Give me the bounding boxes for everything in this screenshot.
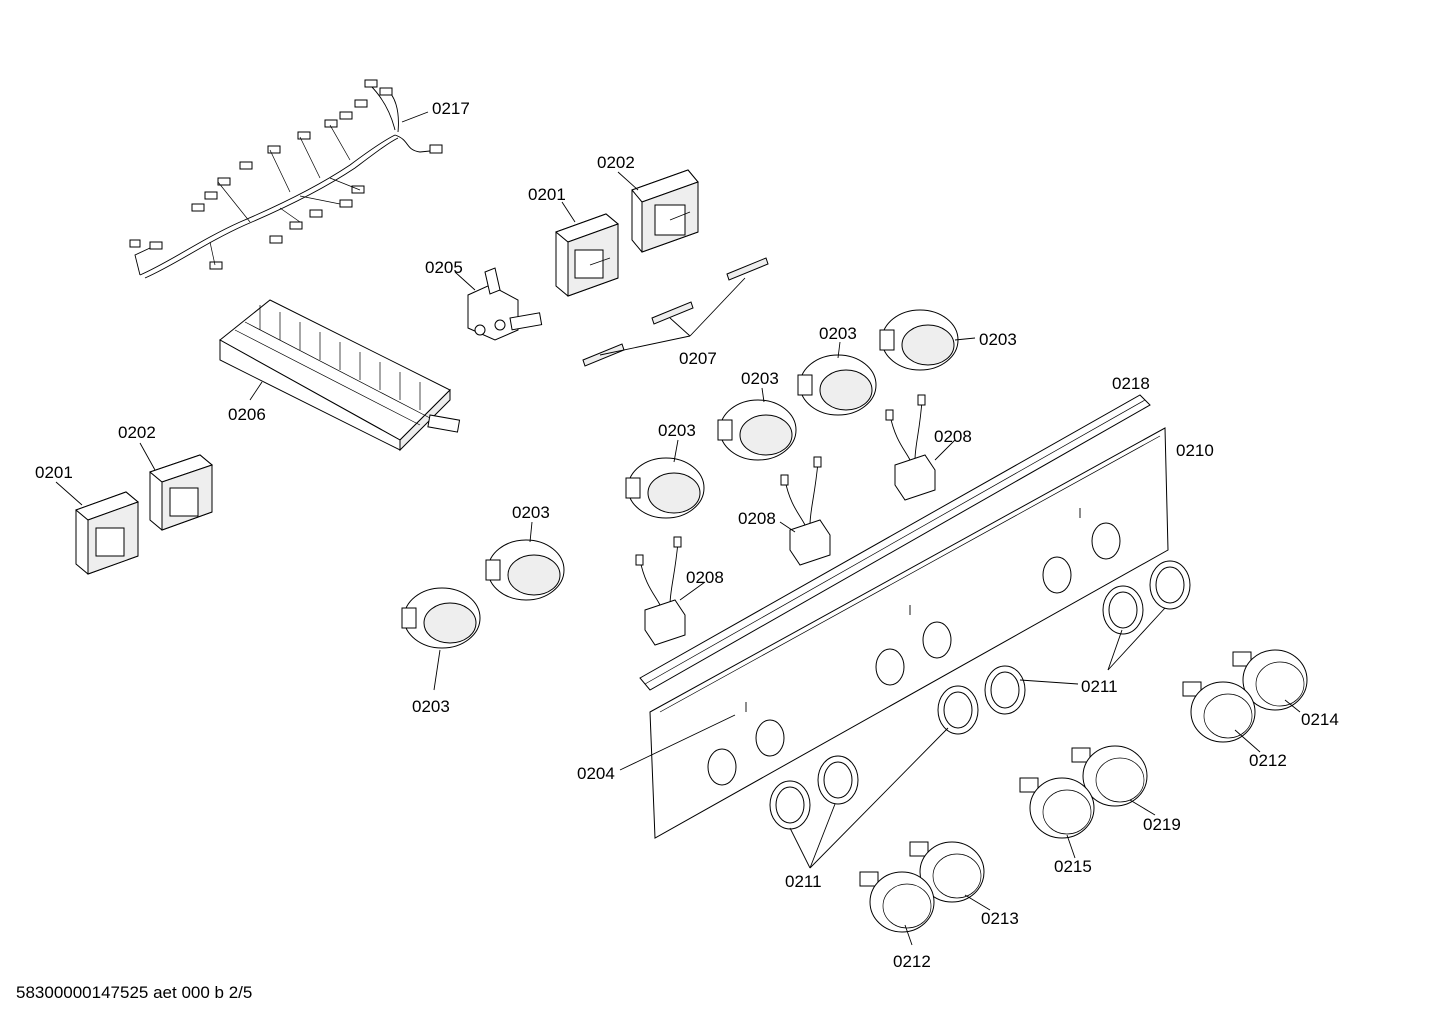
clips-0207: [582, 257, 769, 367]
label-0204: 0204: [577, 764, 615, 783]
label-0202-top: 0202: [597, 153, 635, 172]
knob-holder-0203-2: [797, 354, 877, 416]
label-0207: 0207: [679, 349, 717, 368]
label-0212-left: 0212: [893, 952, 931, 971]
rings-0211: [769, 560, 1191, 869]
wiring-harness-0217: [129, 79, 443, 279]
knob-0212-left: [859, 871, 935, 933]
label-0206: 0206: [228, 405, 266, 424]
control-panel-0210: [649, 427, 1169, 839]
label-0203-5: 0203: [512, 503, 550, 522]
knob-0212-right: [1182, 681, 1256, 743]
knob-holder-0203-4: [625, 457, 705, 519]
label-0218: 0218: [1112, 374, 1150, 393]
document-footer: 58300000147525 aet 000 b 2/5: [16, 983, 252, 1002]
label-0203-3: 0203: [741, 369, 779, 388]
knob-0215: [1019, 777, 1095, 839]
label-0205: 0205: [425, 258, 463, 277]
label-0213: 0213: [981, 909, 1019, 928]
leader-lines: [55, 111, 1301, 946]
selector-switch-0206: [219, 299, 461, 452]
knob-holder-0203-6: [401, 587, 481, 649]
label-0203-1: 0203: [979, 330, 1017, 349]
knob-holder-0203-5: [485, 539, 565, 601]
switch-0202-left: [148, 454, 214, 531]
label-0208-1: 0208: [934, 427, 972, 446]
label-0203-6: 0203: [412, 697, 450, 716]
label-0208-2: 0208: [738, 509, 776, 528]
connector-0208-1: [885, 394, 936, 501]
trim-strip-0218: [639, 394, 1151, 691]
knob-holder-0203-1: [879, 309, 959, 371]
label-0201-top: 0201: [528, 185, 566, 204]
switch-0201-top: [555, 213, 619, 297]
knob-0213: [909, 841, 985, 903]
knob-holder-0203-3: [717, 399, 797, 461]
knob-0219: [1071, 745, 1148, 807]
label-0215: 0215: [1054, 857, 1092, 876]
label-0208-3: 0208: [686, 568, 724, 587]
thermostat-0205: [467, 267, 543, 341]
label-0201-left: 0201: [35, 463, 73, 482]
switch-0201-left: [75, 491, 139, 575]
label-0211-right: 0211: [1081, 677, 1118, 696]
label-0211-left: 0211: [785, 872, 822, 891]
connector-0208-3: [635, 536, 686, 646]
label-0219: 0219: [1143, 815, 1181, 834]
label-0214: 0214: [1301, 710, 1339, 729]
label-0210: 0210: [1176, 441, 1214, 460]
label-0217: 0217: [432, 99, 470, 118]
label-0203-2: 0203: [819, 324, 857, 343]
knob-0214: [1232, 649, 1308, 711]
part-labels: 0217 0202 0201 0205 0207 0206 0203 0203 …: [35, 99, 1339, 971]
label-0203-4: 0203: [658, 421, 696, 440]
label-0202-left: 0202: [118, 423, 156, 442]
switch-0202-top: [631, 169, 699, 253]
connector-0208-2: [780, 456, 831, 566]
label-0212-right: 0212: [1249, 751, 1287, 770]
